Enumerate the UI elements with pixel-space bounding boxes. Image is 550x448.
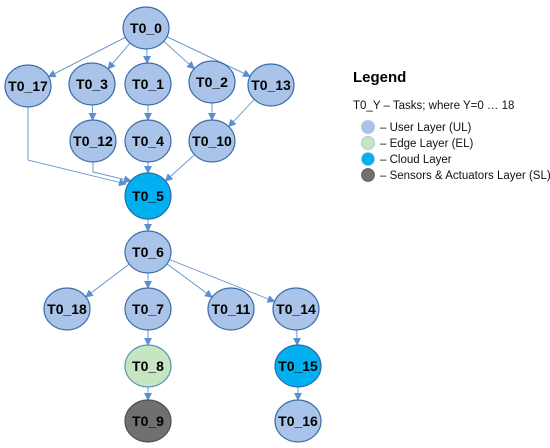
node-circle — [124, 119, 172, 163]
edge-t0_17-to-t0_5 — [27, 107, 127, 187]
node-t0_12: T0_12 — [69, 119, 117, 163]
node-circle — [122, 6, 170, 50]
node-label: T0_7 — [132, 301, 164, 317]
node-t0_1: T0_1 — [124, 62, 172, 106]
legend-title: Legend — [353, 69, 406, 86]
node-t0_2: T0_2 — [188, 60, 236, 104]
node-t0_0: T0_0 — [122, 6, 170, 50]
node-circle — [188, 60, 236, 104]
node-t0_17: T0_17 — [4, 64, 52, 108]
node-label: T0_3 — [76, 76, 108, 92]
legend: Legend T0_Y – Tasks; where Y=0 … 18 – Us… — [353, 69, 550, 182]
node-circle — [43, 287, 91, 331]
node-t0_9: T0_9 — [124, 399, 172, 443]
node-label: T0_1 — [132, 76, 164, 92]
edge-t0_6-to-t0_14 — [169, 259, 276, 303]
node-circle — [124, 172, 172, 220]
edge-t0_0-to-t0_3 — [107, 42, 131, 70]
node-label: T0_14 — [276, 301, 316, 317]
node-t0_4: T0_4 — [124, 119, 172, 163]
edges-group — [27, 36, 302, 401]
legend-subtitle: T0_Y – Tasks; where Y=0 … 18 — [353, 100, 514, 112]
node-label: T0_4 — [132, 133, 164, 149]
node-circle — [274, 399, 322, 443]
node-t0_16: T0_16 — [274, 399, 322, 443]
legend-label-cloud: – Cloud Layer — [380, 154, 452, 166]
legend-swatch-cloud — [361, 152, 375, 166]
edge-t0_0-to-t0_17 — [47, 36, 126, 78]
node-circle — [188, 119, 236, 163]
node-label: T0_16 — [278, 413, 318, 429]
node-label: T0_9 — [132, 413, 164, 429]
edge-t0_10-to-t0_5 — [164, 154, 195, 182]
node-circle — [124, 344, 172, 388]
edge-t0_12-to-t0_5 — [92, 162, 132, 184]
node-t0_5: T0_5 — [124, 172, 172, 220]
node-label: T0_5 — [132, 188, 164, 204]
edge-t0_13-to-t0_10 — [228, 99, 255, 128]
node-label: T0_15 — [278, 358, 318, 374]
legend-swatch-sensors — [361, 168, 375, 182]
edge-t0_6-to-t0_18 — [85, 263, 130, 298]
legend-items: – User Layer (UL) – Edge Layer (EL) – Clou… — [361, 120, 550, 182]
node-circle — [4, 64, 52, 108]
node-t0_7: T0_7 — [124, 287, 172, 331]
node-circle — [124, 230, 172, 274]
node-t0_6: T0_6 — [124, 230, 172, 274]
node-label: T0_8 — [132, 358, 164, 374]
node-t0_10: T0_10 — [188, 119, 236, 163]
node-t0_14: T0_14 — [272, 287, 320, 331]
node-circle — [68, 62, 116, 106]
edge-t0_0-to-t0_13 — [166, 36, 252, 77]
legend-label-edge: – Edge Layer (EL) — [380, 138, 474, 150]
node-label: T0_18 — [47, 301, 87, 317]
node-label: T0_12 — [73, 133, 113, 149]
node-t0_3: T0_3 — [68, 62, 116, 106]
node-label: T0_17 — [8, 78, 48, 94]
node-label: T0_10 — [192, 133, 232, 149]
node-circle — [124, 287, 172, 331]
legend-label-user: – User Layer (UL) — [380, 122, 472, 134]
edge-t0_6-to-t0_11 — [166, 263, 213, 298]
node-t0_13: T0_13 — [247, 63, 295, 107]
node-label: T0_6 — [132, 244, 164, 260]
node-circle — [207, 287, 255, 331]
node-circle — [247, 63, 295, 107]
legend-swatch-user — [361, 120, 375, 134]
node-t0_8: T0_8 — [124, 344, 172, 388]
node-label: T0_13 — [251, 77, 291, 93]
node-circle — [274, 344, 322, 388]
node-circle — [124, 399, 172, 443]
node-t0_18: T0_18 — [43, 287, 91, 331]
node-label: T0_11 — [212, 301, 251, 317]
node-label: T0_2 — [196, 74, 228, 90]
node-t0_15: T0_15 — [274, 344, 322, 388]
edge-t0_0-to-t0_2 — [163, 40, 195, 70]
node-circle — [124, 62, 172, 106]
legend-swatch-edge — [361, 136, 375, 150]
legend-label-sensors: – Sensors & Actuators Layer (SL) — [380, 170, 550, 182]
node-t0_11: T0_11 — [207, 287, 255, 331]
node-label: T0_0 — [130, 20, 162, 36]
node-circle — [69, 119, 117, 163]
node-circle — [272, 287, 320, 331]
